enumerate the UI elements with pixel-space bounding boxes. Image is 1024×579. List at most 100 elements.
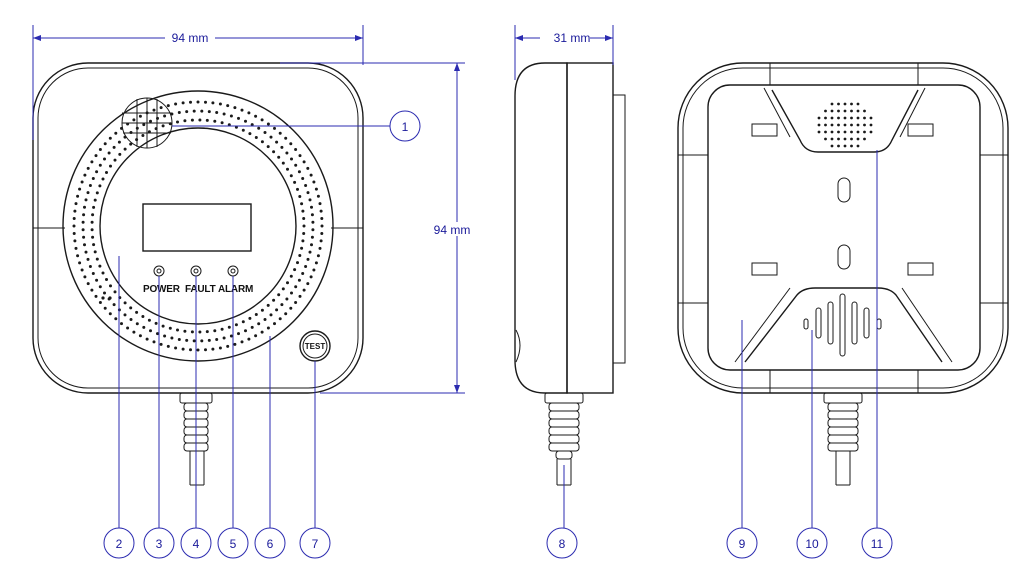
vent-hole (250, 123, 254, 127)
side-body-back (566, 62, 614, 394)
vent-hole (320, 232, 324, 235)
vent-hole (84, 250, 88, 254)
vent-hole (159, 106, 163, 110)
vent-hole (310, 213, 314, 217)
vent-hole (74, 246, 78, 250)
vent-hole (285, 297, 289, 301)
callout-6-label: 6 (267, 537, 274, 551)
vent-hole (278, 131, 282, 135)
speaker-hole (843, 130, 847, 134)
vent-hole (215, 338, 219, 341)
power-led (153, 265, 165, 277)
vent-hole (98, 148, 102, 151)
speaker-hole (824, 109, 827, 113)
vent-hole (294, 163, 298, 167)
vent-hole (138, 114, 142, 118)
vent-hole (76, 194, 80, 198)
vent-hole (132, 118, 136, 122)
speaker-hole (817, 130, 821, 134)
vent-hole (254, 313, 258, 316)
vent-hole (83, 275, 87, 279)
alarm-led (227, 265, 239, 277)
vent-hole (257, 126, 261, 130)
vent-hole (76, 254, 80, 258)
back-mount-plate (707, 84, 981, 371)
vent-hole (304, 184, 308, 187)
vent-hole (250, 325, 254, 329)
speaker-hole (863, 130, 866, 134)
vent-hole (294, 148, 298, 151)
speaker-hole (856, 137, 860, 141)
mount-slot (751, 123, 778, 137)
buzzer-slots (803, 293, 882, 357)
vent-hole (211, 347, 215, 351)
vent-hole (311, 220, 315, 224)
vent-hole (319, 239, 323, 243)
speaker-hole (817, 116, 821, 120)
vent-hole (90, 160, 94, 164)
vent-hole (205, 118, 209, 122)
speaker-hole (824, 123, 827, 127)
vent-hole (240, 340, 244, 344)
speaker-hole (830, 137, 834, 141)
vent-hole (294, 285, 298, 289)
vent-hole (91, 177, 95, 180)
callout-8-label: 8 (559, 537, 566, 551)
vent-hole (275, 308, 279, 312)
vent-hole (109, 284, 112, 288)
speaker-hole (863, 137, 866, 141)
speaker-hole (850, 123, 853, 127)
vent-hole (103, 157, 106, 161)
vent-hole (284, 136, 288, 140)
vent-hole (310, 205, 313, 209)
vent-hole (98, 163, 102, 167)
callout-7-label: 7 (312, 537, 319, 551)
vent-hole (314, 261, 318, 265)
vent-hole (81, 220, 85, 224)
front-width-label: 94 mm (172, 31, 209, 45)
vent-hole (229, 334, 233, 338)
vent-hole (73, 209, 77, 213)
vent-hole (269, 313, 273, 317)
vent-hole (154, 321, 158, 325)
vent-hole (289, 174, 293, 178)
vent-hole (285, 151, 289, 155)
callout-9 (726, 527, 758, 559)
vent-hole (207, 110, 211, 114)
vent-hole (220, 121, 224, 125)
vent-hole (296, 261, 299, 265)
vent-hole (149, 329, 152, 333)
vent-hole (318, 202, 322, 206)
vent-hole (149, 119, 152, 123)
back-housing-inner-edge (682, 67, 1004, 389)
front-width-dimension: 94 mm (32, 25, 364, 140)
vent-hole (72, 217, 76, 220)
vent-hole (200, 339, 204, 343)
vent-hole (92, 243, 96, 247)
vent-hole (181, 101, 185, 105)
speaker-hole (843, 123, 847, 127)
vent-hole (207, 338, 211, 342)
vent-hole (82, 213, 86, 217)
vent-hole (234, 323, 238, 327)
speaker-hole (850, 137, 853, 141)
vent-hole (220, 327, 224, 331)
speaker-hole (837, 123, 840, 127)
vent-hole (260, 330, 264, 334)
callout-7 (299, 527, 331, 559)
vent-holes (72, 100, 324, 352)
vent-hole (260, 140, 264, 144)
vent-hole (278, 317, 282, 321)
vent-hole (300, 246, 304, 250)
vent-hole (302, 217, 306, 220)
vent-hole (190, 118, 194, 122)
vent-hole (226, 104, 230, 108)
vent-hole (73, 239, 77, 243)
vent-hole (316, 194, 320, 198)
back-bottom-bevel (744, 287, 943, 363)
speaker-hole (843, 137, 847, 141)
vent-hole (204, 100, 207, 104)
vent-hole (176, 328, 179, 332)
callout-4 (180, 527, 212, 559)
vent-hole (227, 325, 231, 329)
